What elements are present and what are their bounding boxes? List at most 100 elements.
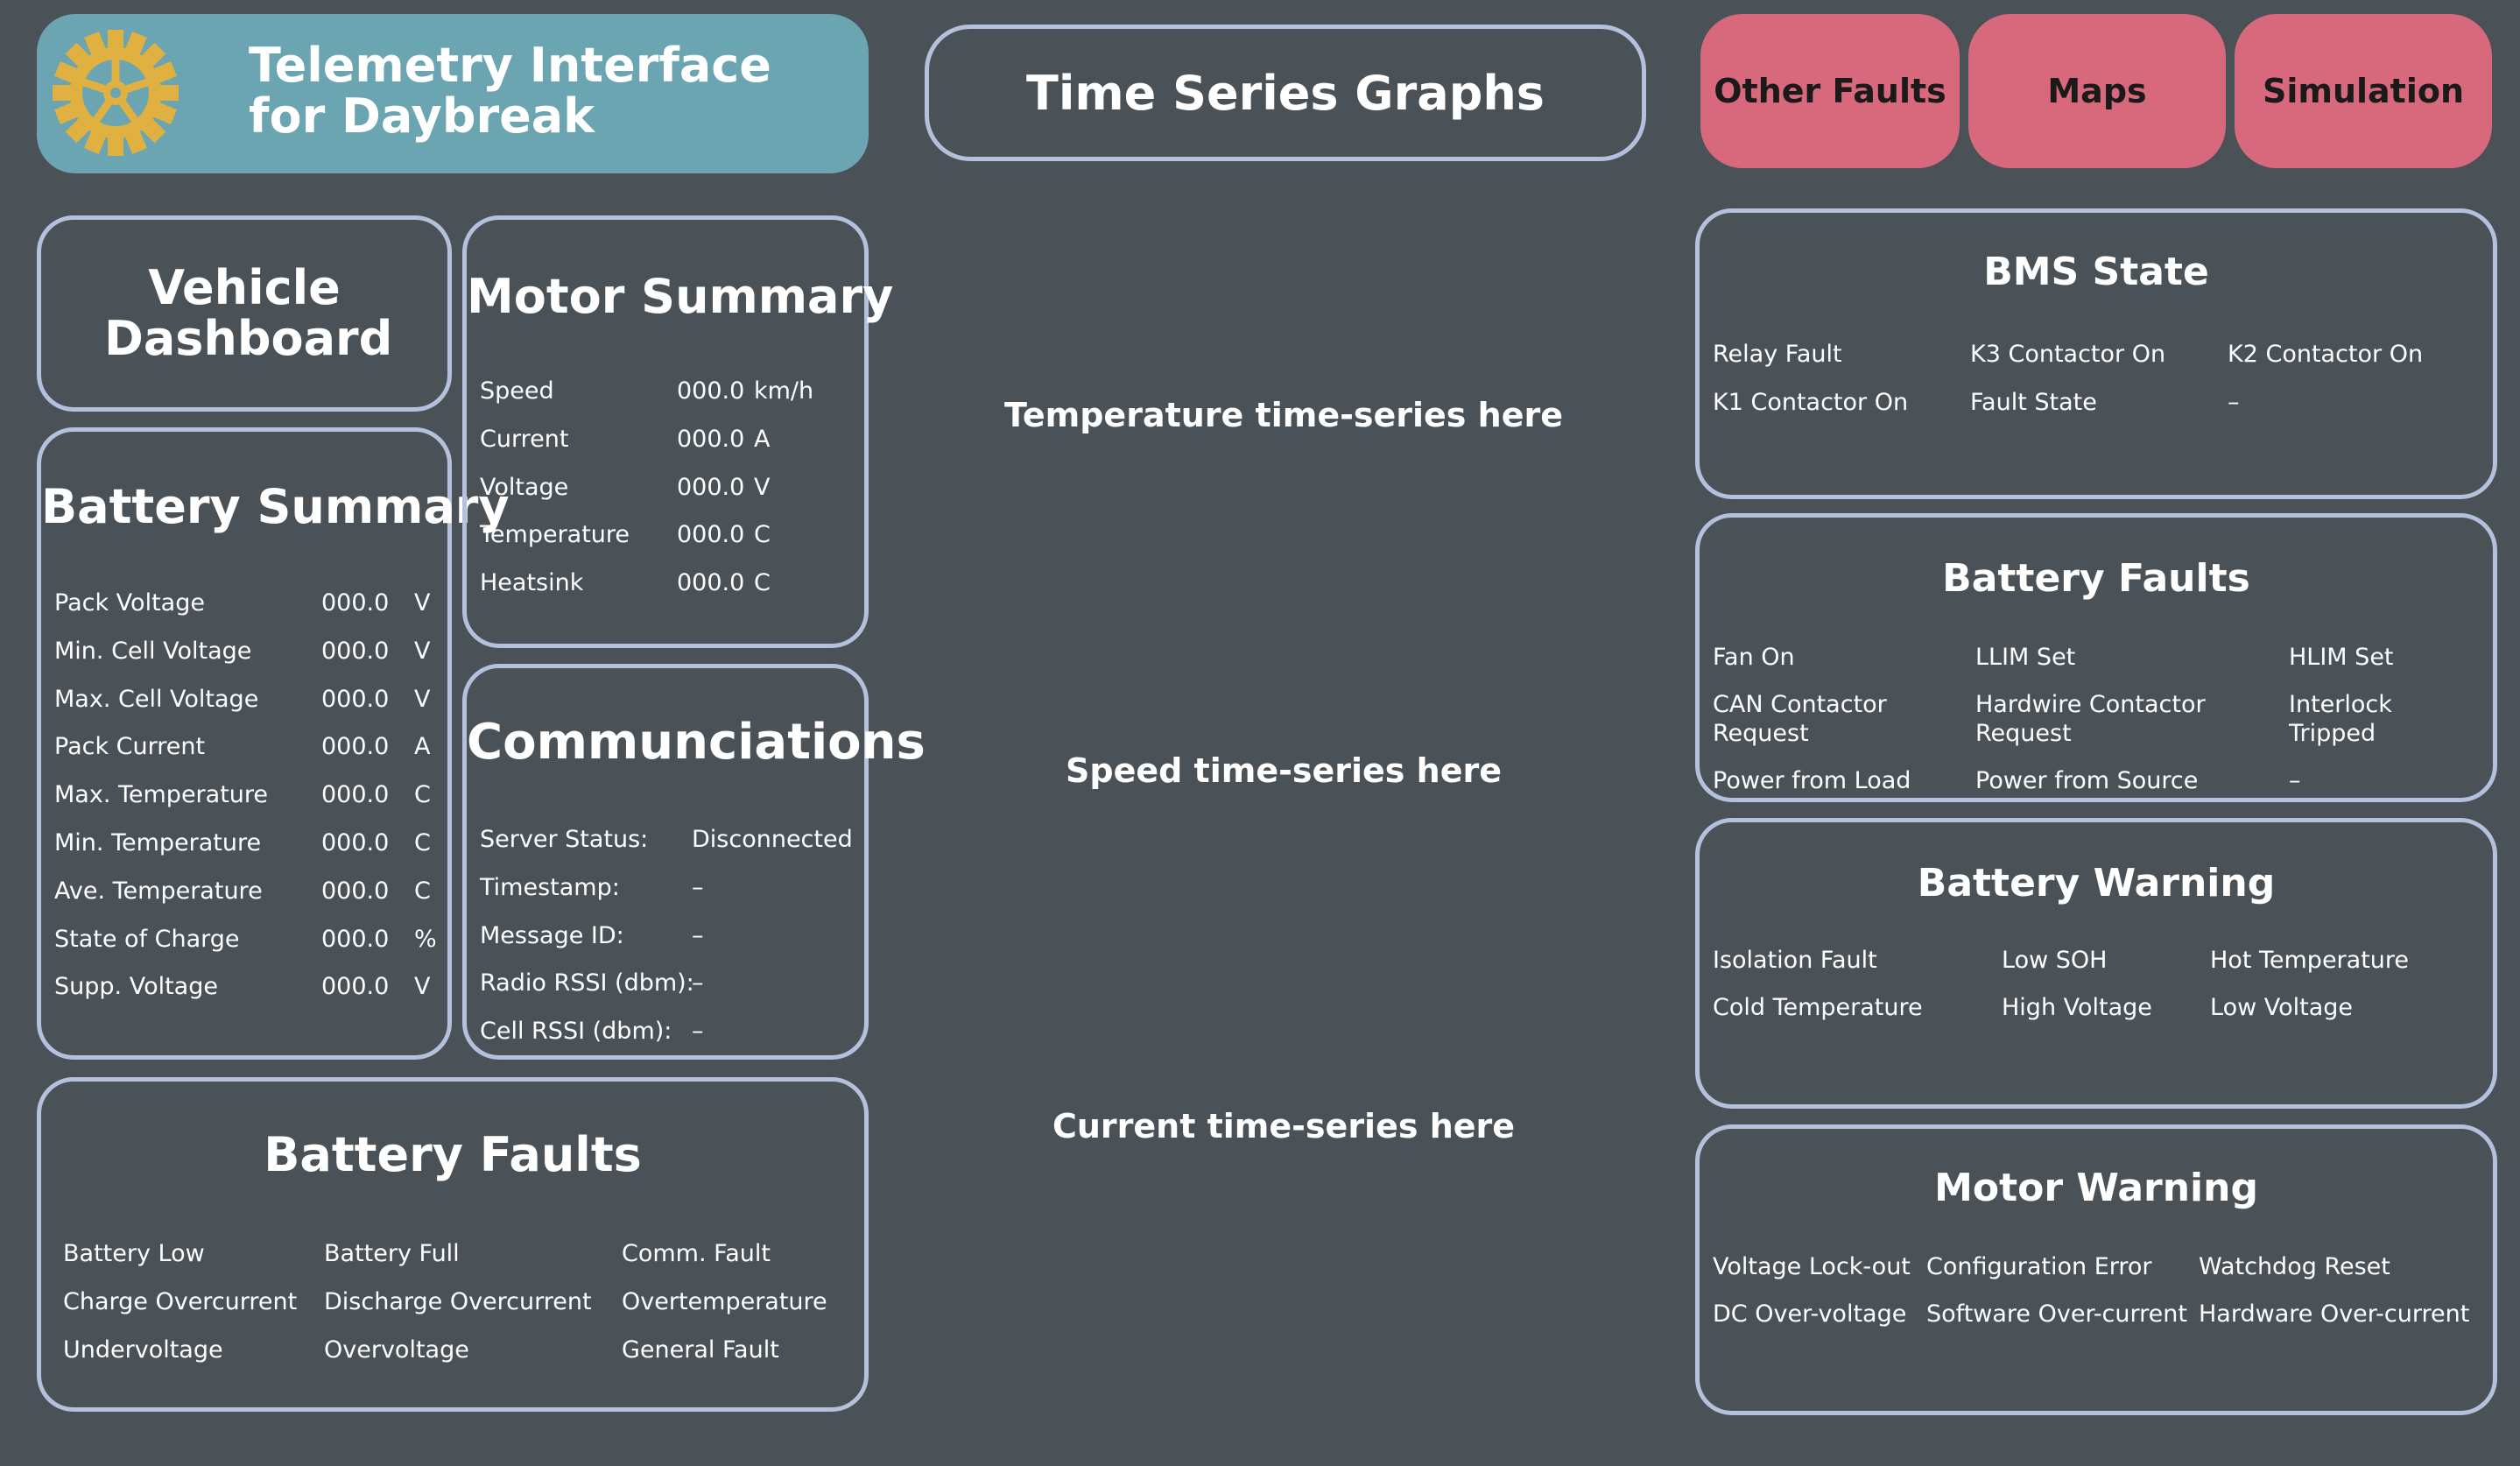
battery-summary-row-value: 000.0 [321,973,390,1001]
battery-warning-title: Battery Warning [1917,861,2276,906]
communications-row-label: Message ID: [480,921,624,949]
motor-summary-row-value: 000.0 [677,473,745,501]
bms-state-panel: BMS State Relay Fault K3 Contactor On K2 C… [1695,208,2497,499]
battery-faults-left-item: Battery Full [324,1240,460,1267]
motor-summary-row-unit: km/h [754,377,814,405]
battery-warning-item: High Voltage [2002,994,2152,1021]
temperature-graph-placeholder: Temperature time-series here [1003,396,1563,434]
battery-faults-right-item: Hardwire Contactor Request [1975,691,2206,747]
motor-warning-item: Configuration Error [1926,1253,2152,1280]
communications-panel: Communciations Server Status: Disconnecte… [462,664,926,1060]
motor-summary-row-value: 000.0 [677,569,745,597]
motor-summary-row-unit: C [754,521,771,549]
communications-title: Communciations [467,714,926,771]
battery-faults-left-item: Charge Overcurrent [63,1288,298,1315]
battery-summary-row-value: 000.0 [321,877,390,905]
battery-summary-row-label: State of Charge [54,925,240,953]
app-title: Telemetry Interface for Daybreak [249,38,771,144]
motor-warning-item: Software Over-current [1926,1300,2187,1328]
battery-faults-left-item: Overtemperature [622,1288,827,1315]
battery-warning-item: Isolation Fault [1713,947,1877,974]
motor-summary-row-value: 000.0 [677,425,745,453]
communications-row-value: Disconnected [692,826,853,853]
battery-faults-right-title: Battery Faults [1942,556,2250,601]
battery-faults-left-item: General Fault [622,1336,779,1364]
battery-summary-row-label: Max. Cell Voltage [54,685,259,713]
bms-state-item: Relay Fault [1713,341,1842,368]
communications-row-label: Timestamp: [480,873,620,901]
battery-warning-item: Low Voltage [2210,994,2354,1021]
motor-warning-item: Watchdog Reset [2199,1253,2390,1280]
motor-warning-item: Hardware Over-current [2199,1300,2470,1328]
battery-summary-row-unit: C [414,877,431,905]
battery-summary-row-value: 000.0 [321,685,390,713]
battery-summary-row-value: 000.0 [321,781,390,809]
battery-summary-row-label: Pack Voltage [54,589,205,617]
battery-warning-item: Hot Temperature [2210,947,2410,974]
battery-summary-row-unit: V [414,637,431,665]
battery-summary-row-unit: C [414,829,431,856]
battery-summary-row-unit: V [414,589,431,617]
battery-faults-right-item: LLIM Set [1975,644,2076,671]
communications-row-value: – [692,921,704,949]
vehicle-dashboard-label: Vehicle Dashboard [104,260,393,366]
battery-summary-title: Battery Summary [41,479,510,534]
motor-summary-row-value: 000.0 [677,377,745,405]
current-graph-placeholder: Current time-series here [1052,1107,1516,1145]
motor-summary-row-unit: A [754,425,771,453]
motor-summary-row-unit: V [754,473,771,501]
communications-row-value: – [692,1018,704,1046]
battery-summary-row-value: 000.0 [321,637,390,665]
motor-summary-row-label: Heatsink [480,569,584,597]
battery-summary-row-unit: % [414,925,437,953]
simulation-button[interactable]: Simulation [2235,14,2492,168]
battery-faults-right-item: Power from Source [1975,767,2199,794]
time-series-graphs-button[interactable]: Time Series Graphs [925,25,1646,161]
battery-faults-left-item: Undervoltage [63,1336,223,1364]
bms-state-item: K1 Contactor On [1713,389,1909,416]
motor-summary-row-label: Voltage [480,473,569,501]
battery-faults-left-item: Battery Low [63,1240,205,1267]
bms-state-item: K2 Contactor On [2228,341,2424,368]
battery-summary-row-label: Pack Current [54,733,206,761]
battery-faults-left-title: Battery Faults [264,1127,642,1182]
battery-summary-row-value: 000.0 [321,829,390,856]
motor-warning-item: DC Over-voltage [1713,1300,1907,1328]
battery-summary-row-value: 000.0 [321,925,390,953]
bms-state-title: BMS State [1983,250,2209,294]
battery-summary-row-value: 000.0 [321,589,390,617]
battery-faults-right-item: Interlock Tripped [2289,691,2392,747]
communications-row-label: Cell RSSI (dbm): [480,1018,672,1046]
other-faults-button[interactable]: Other Faults [1700,14,1960,168]
battery-warning-item: Cold Temperature [1713,994,1923,1021]
battery-summary-row-label: Min. Cell Voltage [54,637,252,665]
vehicle-dashboard-button[interactable]: Vehicle Dashboard [37,215,452,412]
battery-summary-row-label: Ave. Temperature [54,877,263,905]
battery-summary-row-label: Min. Temperature [54,829,262,856]
battery-summary-row-unit: C [414,781,431,809]
app-header: Telemetry Interface for Daybreak [37,14,869,173]
communications-row-label: Server Status: [480,826,649,853]
other-faults-label: Other Faults [1714,72,1946,110]
battery-faults-left-item: Discharge Overcurrent [324,1288,592,1315]
battery-faults-right-item: HLIM Set [2289,644,2394,671]
bms-state-item: Fault State [1970,389,2097,416]
battery-faults-left-item: Comm. Fault [622,1240,771,1267]
bms-state-item: K3 Contactor On [1970,341,2166,368]
speed-graph-placeholder: Speed time-series here [1066,751,1502,790]
battery-warning-item: Low SOH [2002,947,2108,974]
battery-faults-panel-left: Battery Faults Battery Low Battery Full Co… [37,1077,869,1412]
bms-state-item: – [2228,389,2240,416]
motor-warning-title: Motor Warning [1934,1166,2258,1210]
battery-faults-right-item: – [2289,767,2301,794]
motor-summary-row-label: Speed [480,377,554,405]
battery-faults-right-item: Fan On [1713,644,1795,671]
battery-faults-right-item: Power from Load [1713,767,1911,794]
motor-summary-row-label: Current [480,425,569,453]
maps-button[interactable]: Maps [1968,14,2226,168]
communications-row-value: – [692,873,704,901]
